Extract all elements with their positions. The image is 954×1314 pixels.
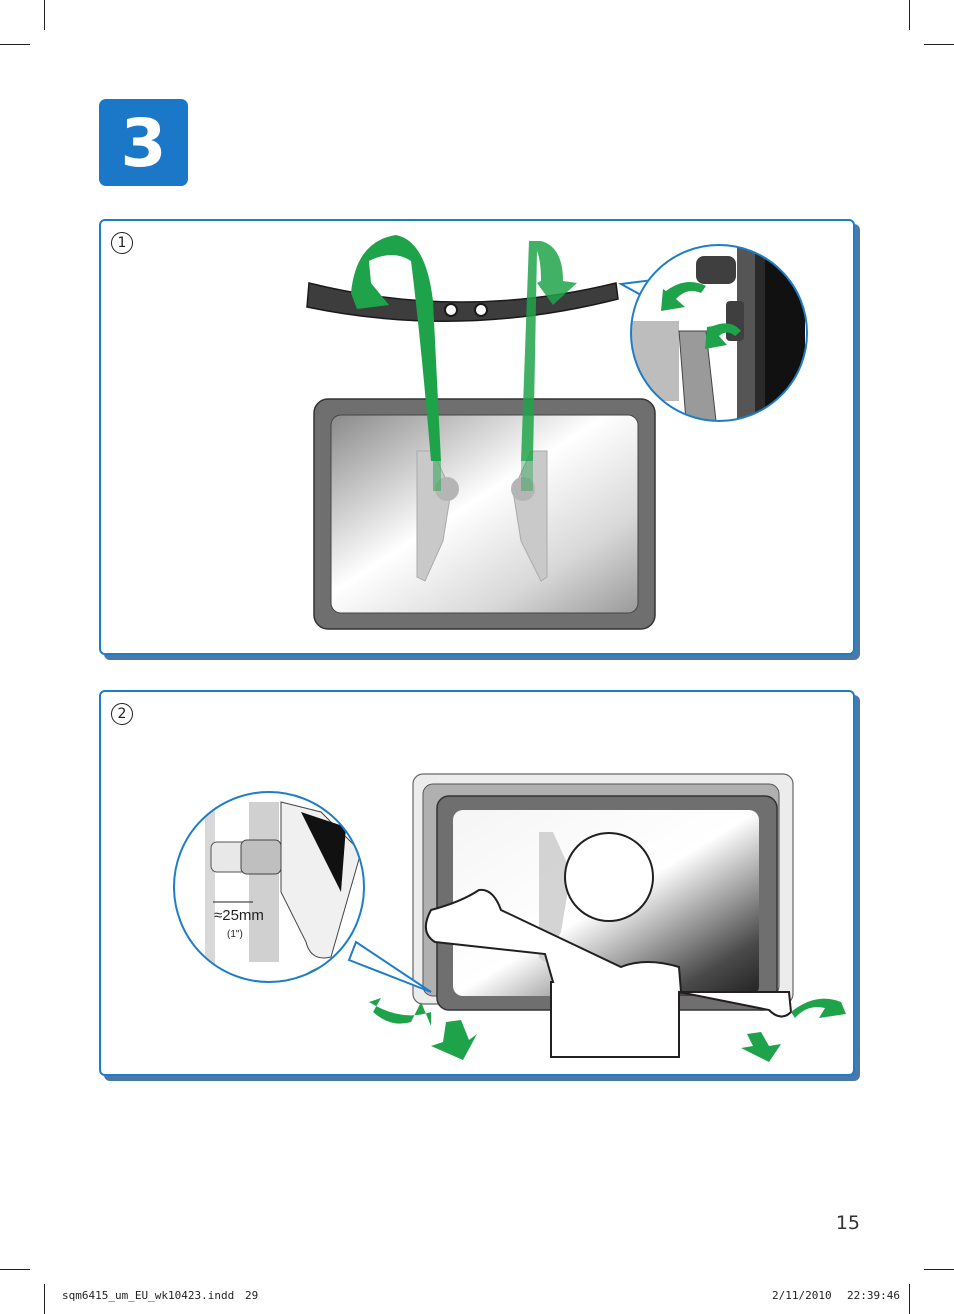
crop-mark [909, 1284, 910, 1314]
crop-mark [44, 1284, 45, 1314]
rotate-arrow-icon [351, 235, 441, 461]
bracket-hole [444, 303, 458, 317]
slug-file: sqm6415_um_EU_wk10423.indd [62, 1289, 235, 1302]
bracket-hole [474, 303, 488, 317]
slug-page: 29 [245, 1289, 259, 1302]
page-number: 15 [835, 1212, 860, 1234]
swing-arrow-icon [369, 998, 431, 1026]
fall-arrow-icon [431, 1020, 477, 1060]
step-badge: 3 [99, 99, 188, 186]
crop-mark [44, 0, 45, 30]
fall-arrow-icon [705, 323, 741, 349]
fall-arrow-icon [661, 282, 706, 311]
step-number: 3 [120, 105, 167, 182]
panel-2-illustration [173, 773, 846, 1062]
person-icon [564, 832, 654, 922]
crop-mark [0, 44, 30, 45]
crop-mark [909, 0, 910, 30]
panel-2-label: 2 [111, 703, 133, 725]
swing-arrow-icon [791, 992, 846, 1018]
panel-1-label: 1 [111, 232, 133, 254]
person-icon [424, 888, 793, 1058]
panel-2: 2 [99, 690, 855, 1076]
gap-dimension-imperial: (1") [227, 929, 243, 940]
tv-screen [330, 414, 639, 614]
magnifier-circle-icon [173, 791, 365, 983]
rotate-arrow-icon [521, 241, 577, 461]
crop-mark [0, 1269, 30, 1270]
panel-1-illustration [306, 235, 808, 630]
panel-1: 1 [99, 219, 855, 655]
magnifier-circle-icon [630, 244, 808, 422]
fall-arrow-icon [741, 1032, 781, 1062]
slug-time: 22:39:46 [847, 1289, 900, 1302]
crop-mark [924, 44, 954, 45]
gap-dimension: ≈25mm [214, 907, 264, 924]
crop-mark [924, 1269, 954, 1270]
slug-date: 2/11/2010 [772, 1289, 832, 1302]
